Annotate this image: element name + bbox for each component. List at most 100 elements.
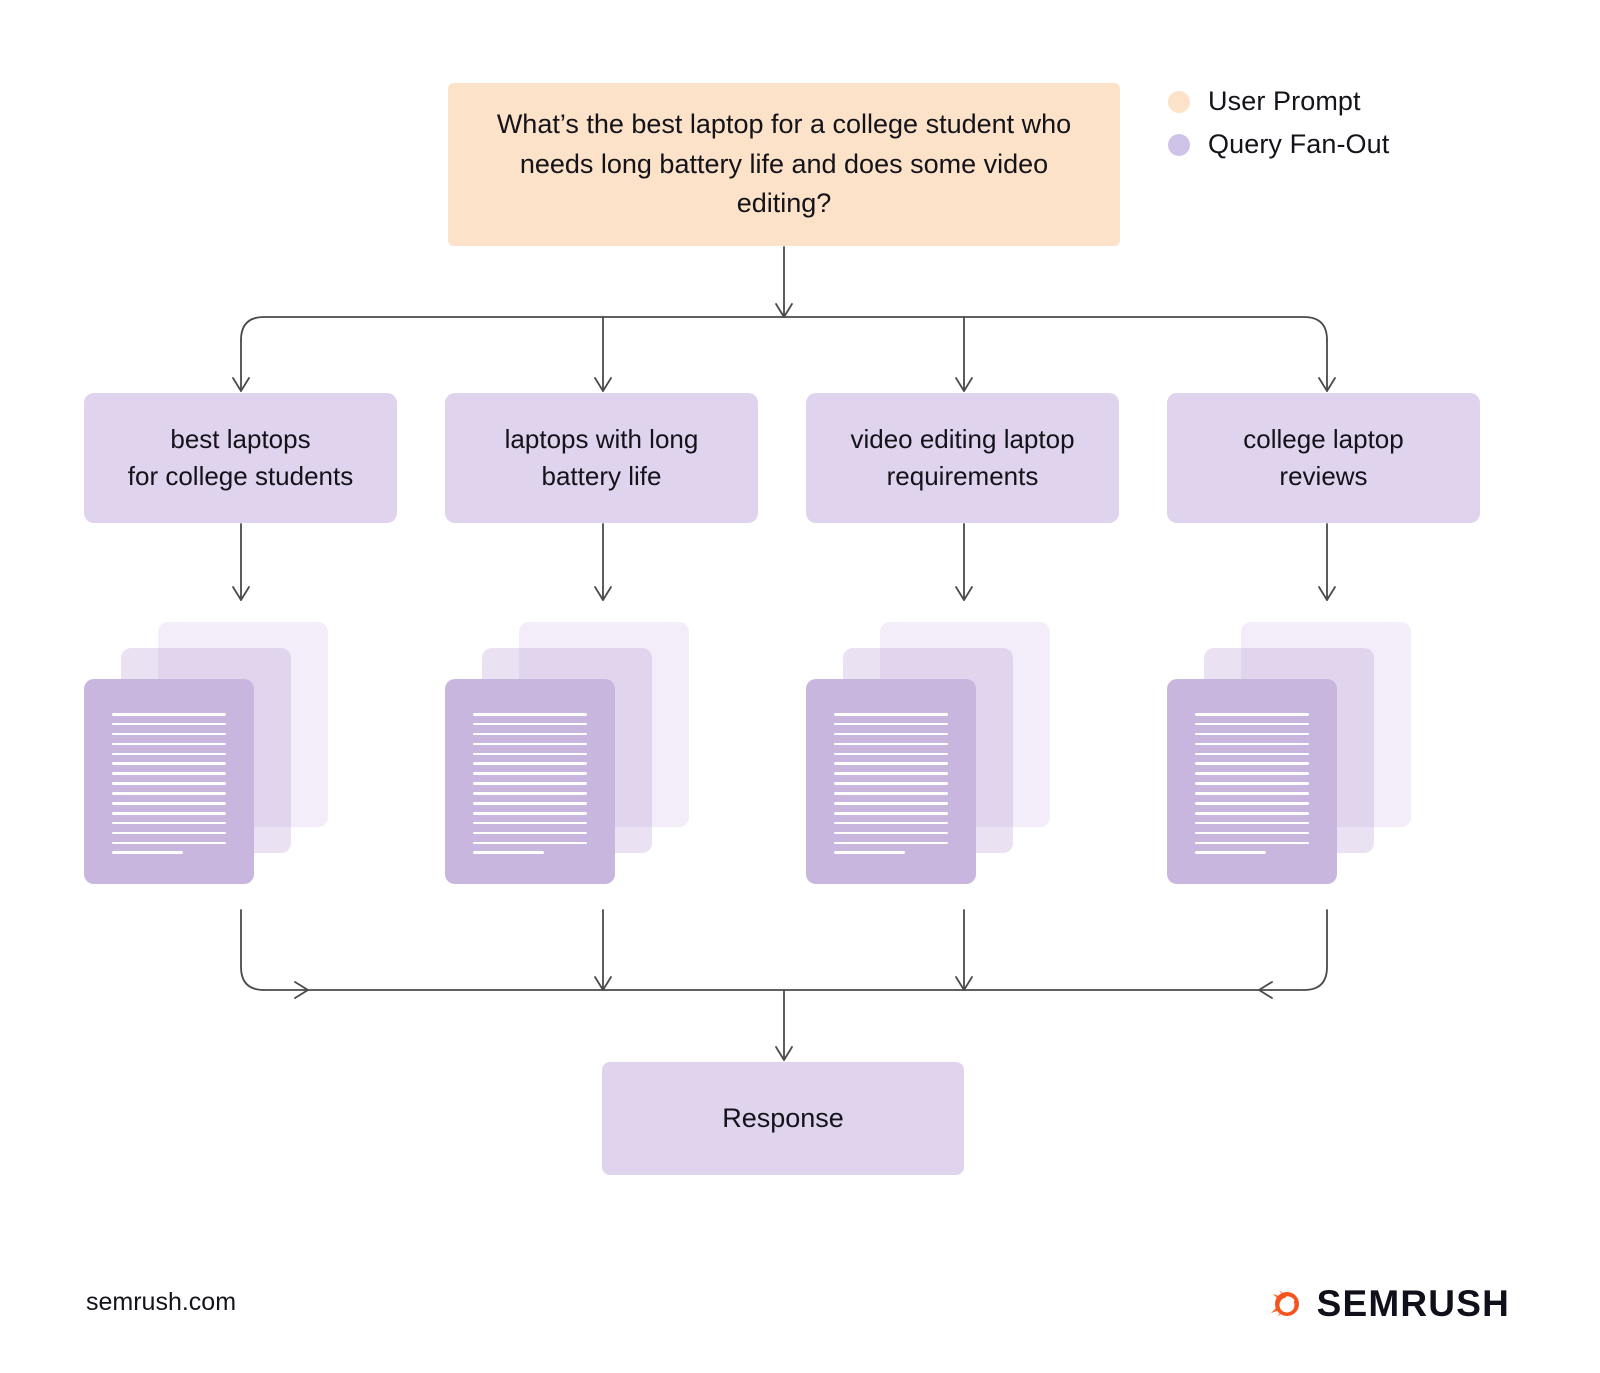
document-stack-icon — [445, 622, 705, 890]
legend-item-query-fan-out: Query Fan-Out — [1168, 129, 1389, 160]
semrush-logo: SEMRUSH — [1259, 1283, 1510, 1325]
document-text-line — [473, 811, 587, 815]
document-text-line — [834, 792, 948, 795]
document-text-line — [112, 752, 226, 756]
document-text-line — [834, 722, 948, 726]
document-text-line — [1195, 742, 1309, 746]
document-text-line — [834, 851, 905, 855]
document-text-line — [1195, 762, 1309, 766]
document-text-line — [473, 732, 587, 736]
document-text-lines — [112, 713, 226, 855]
document-text-line — [473, 782, 587, 785]
document-text-line — [1195, 851, 1266, 855]
user-prompt-box: What’s the best laptop for a college stu… — [448, 83, 1120, 246]
document-text-line — [112, 831, 226, 835]
document-text-line — [834, 742, 948, 746]
document-text-line — [834, 772, 948, 775]
document-text-line — [834, 821, 948, 825]
document-text-line — [834, 762, 948, 766]
document-text-line — [1195, 841, 1309, 845]
query-box-laptops-with-long-battery-life: laptops with long battery life — [445, 393, 758, 523]
query-box-best-laptops-for-college-students: best laptops for college students — [84, 393, 397, 523]
document-text-line — [112, 811, 226, 815]
document-sheet-front-icon — [445, 679, 615, 884]
query-box-label: laptops with long battery life — [505, 421, 699, 495]
document-text-line — [112, 802, 226, 805]
document-text-line — [1195, 821, 1309, 825]
document-text-line — [473, 713, 587, 716]
document-text-line — [834, 802, 948, 805]
document-text-line — [834, 782, 948, 785]
document-text-line — [112, 732, 226, 736]
legend: User Prompt Query Fan-Out — [1168, 86, 1389, 160]
query-line-2: reviews — [1279, 461, 1368, 491]
document-text-line — [112, 851, 183, 855]
document-text-line — [473, 831, 587, 835]
document-text-line — [112, 713, 226, 716]
document-text-line — [112, 742, 226, 746]
document-stack-icon — [806, 622, 1066, 890]
legend-dot-icon — [1168, 90, 1190, 113]
query-line-1: best laptops — [170, 424, 311, 455]
document-text-lines — [473, 713, 587, 855]
document-text-line — [473, 841, 587, 845]
document-text-line — [1195, 713, 1309, 716]
document-text-line — [1195, 752, 1309, 756]
document-sheet-front-icon — [806, 679, 976, 884]
document-text-line — [473, 742, 587, 746]
document-text-line — [473, 802, 587, 805]
semrush-wordmark: SEMRUSH — [1316, 1283, 1510, 1324]
document-text-line — [834, 831, 948, 835]
document-text-line — [473, 772, 587, 775]
legend-label-user-prompt: User Prompt — [1208, 86, 1361, 116]
document-sheet-front-icon — [84, 679, 254, 884]
query-line-2: requirements — [886, 461, 1039, 491]
document-text-line — [473, 722, 587, 726]
document-text-line — [473, 792, 587, 795]
document-text-lines — [1195, 713, 1309, 855]
legend-item-user-prompt: User Prompt — [1168, 86, 1389, 117]
query-box-video-editing-laptop-requirements: video editing laptop requirements — [806, 393, 1119, 523]
query-box-label: video editing laptop requirements — [850, 421, 1074, 495]
document-text-line — [473, 762, 587, 766]
query-box-college-laptop-reviews: college laptop reviews — [1167, 393, 1480, 523]
query-box-label: best laptops for college students — [128, 421, 353, 495]
query-box-label: college laptop reviews — [1243, 421, 1403, 495]
document-text-line — [1195, 811, 1309, 815]
document-text-line — [112, 821, 226, 825]
document-text-line — [834, 752, 948, 756]
document-text-lines — [834, 713, 948, 855]
document-text-line — [1195, 772, 1309, 775]
document-text-line — [473, 752, 587, 756]
document-text-line — [112, 792, 226, 795]
document-text-line — [112, 772, 226, 775]
document-text-line — [834, 841, 948, 845]
document-text-line — [1195, 802, 1309, 805]
document-text-line — [834, 811, 948, 815]
document-stack-icon — [1167, 622, 1427, 890]
query-line-1: video editing laptop — [850, 424, 1075, 455]
query-line-2: for college students — [127, 461, 354, 491]
document-text-line — [112, 762, 226, 766]
document-text-line — [834, 732, 948, 736]
query-line-2: battery life — [541, 461, 662, 491]
document-text-line — [1195, 792, 1309, 795]
source-url: semrush.com — [86, 1288, 237, 1316]
document-text-line — [112, 782, 226, 785]
document-text-line — [1195, 722, 1309, 726]
document-text-line — [1195, 732, 1309, 736]
query-line-1: college laptop — [1243, 424, 1404, 455]
document-sheet-front-icon — [1167, 679, 1337, 884]
user-prompt-text: What’s the best laptop for a college stu… — [496, 108, 1072, 219]
query-line-1: laptops with long — [504, 424, 699, 455]
legend-label-query-fan-out: Query Fan-Out — [1208, 129, 1390, 159]
document-text-line — [112, 841, 226, 845]
document-text-line — [1195, 831, 1309, 835]
document-text-line — [473, 851, 544, 855]
response-box: Response — [602, 1062, 964, 1175]
document-text-line — [112, 722, 226, 726]
semrush-comet-icon — [1259, 1290, 1299, 1317]
legend-dot-icon — [1168, 133, 1190, 156]
document-text-line — [1195, 782, 1309, 785]
